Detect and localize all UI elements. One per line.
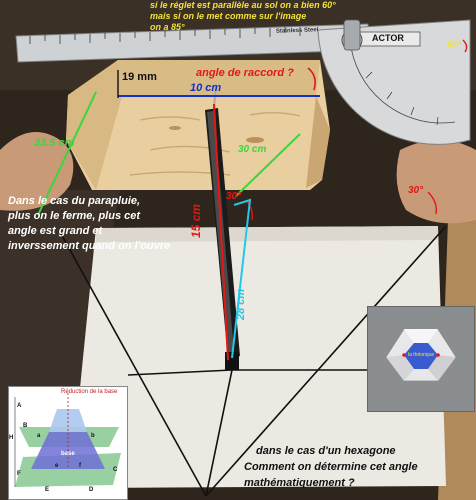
inset-letter-a-small: a [37, 433, 41, 439]
dim-33-5cm: 33.5 cm [34, 137, 75, 149]
inset-letter-d: D [89, 487, 94, 493]
inset-hexagon-model: la théorique [367, 306, 475, 412]
inset-title: Réduction de la base [61, 389, 118, 395]
hexagone-line-1: dans le cas d'un hexagone [256, 445, 396, 457]
inset-letter-f-small: f [79, 463, 81, 469]
inset-letter-f: F [17, 471, 21, 477]
inset-letter-h: H [9, 435, 14, 441]
inset-right-label: la théorique [408, 352, 435, 358]
dim-19mm: 19 mm [122, 71, 157, 83]
angle-30-right: 30° [408, 185, 424, 196]
dim-10cm: 10 cm [190, 82, 222, 94]
parapluie-line-4: inverssement quand on l'ouvre [8, 240, 171, 252]
inset-diagram-frustum: Réduction de la base A B C D E F H b a e… [8, 386, 128, 500]
dim-15cm: 15 cm [189, 203, 203, 238]
parapluie-line-3: angle est grand et [8, 225, 103, 237]
inset-letter-e: E [45, 487, 50, 493]
inset-base-label: base [61, 451, 75, 457]
inset-letter-b-small: b [91, 433, 95, 439]
protractor-brand: ACTOR [372, 33, 404, 43]
inset-letter-c: C [113, 467, 118, 473]
note-line-1: si le réglet est parallèle au sol on a b… [150, 0, 336, 10]
inset-letter-b: B [23, 423, 28, 429]
inset-letter-e-small: e [55, 463, 59, 469]
note-line-2: mais si on le met comme sur l'image [150, 11, 307, 21]
dim-28cm: 28 cm [235, 288, 247, 320]
frustum-drawing [14, 393, 121, 487]
angle-raccord-label: angle de raccord ? [196, 67, 294, 79]
inset-letter-a: A [17, 403, 22, 409]
dim-30cm: 30 cm [238, 144, 267, 155]
hexagon-drawing [368, 307, 474, 411]
parapluie-line-2: plus on le ferme, plus cet [8, 210, 141, 222]
angle-85-label: 85° [447, 39, 461, 49]
note-line-3: on a 85° [150, 22, 185, 32]
angle-30-left: 30° [226, 191, 242, 202]
parapluie-line-1: Dans le cas du parapluie, [8, 195, 141, 207]
hexagone-line-2: Comment on détermine cet angle [244, 461, 418, 473]
hexagone-line-3: mathématiquement ? [244, 477, 355, 489]
